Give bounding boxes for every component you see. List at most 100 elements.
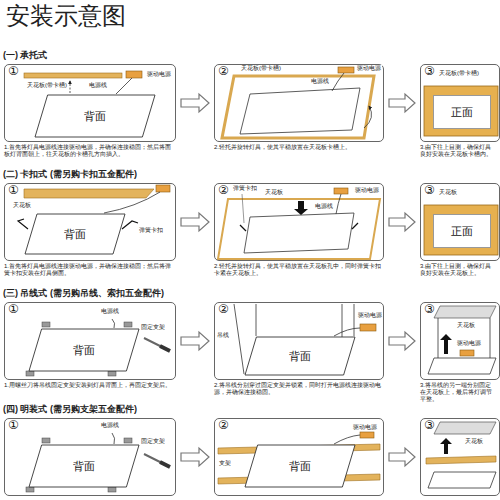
- step-arrow: [181, 94, 209, 112]
- step-illustration: [234, 304, 376, 374]
- step-illustration: [218, 188, 380, 259]
- part-label: 驱动电源: [146, 71, 172, 78]
- light-panel: 背面: [25, 214, 125, 254]
- panel-side-label: 正面: [451, 106, 473, 118]
- panel-shape: [434, 215, 491, 248]
- step-panel: ②: [214, 183, 384, 261]
- ceiling-frame: [424, 205, 498, 255]
- step-arrow: [389, 448, 415, 466]
- screwdriver-handle: [160, 462, 170, 467]
- part-label: 驱动电源: [354, 187, 380, 194]
- part-label: 天花板(带卡槽): [240, 65, 282, 72]
- support-bar: [426, 456, 496, 464]
- part-label: 固定支架: [140, 438, 166, 445]
- power-wire: [116, 78, 132, 94]
- step-illustration: [222, 67, 374, 138]
- power-wire: [112, 433, 115, 444]
- panel-side-label: 背面: [73, 460, 95, 472]
- ceiling-slab: [24, 189, 154, 198]
- part-label: 电源线: [310, 78, 330, 85]
- part-label: 电源线: [314, 203, 334, 210]
- insert-arrow: [70, 81, 71, 93]
- step-arrow: [181, 213, 209, 231]
- step-arrow: [389, 332, 415, 350]
- bracket: [42, 322, 50, 327]
- part-label: 电源线: [100, 308, 120, 315]
- part-label: 天花板(带卡槽): [26, 82, 68, 89]
- ceiling-outline: [218, 199, 380, 259]
- panel-side-label: 正面: [451, 225, 473, 237]
- step-panel: ① 背面: [4, 302, 176, 380]
- panel-shape: [245, 337, 355, 375]
- step-caption: 2.轻托并旋转灯具，使其平稳放置在天花板卡槽上。: [214, 144, 384, 151]
- driver-box: [360, 432, 374, 438]
- step-caption: 2.将吊线分别穿过固定支架并锁紧，同时打开电源线连接驱动电源，并确保连接稳固。: [214, 382, 384, 396]
- power-wire: [332, 73, 344, 91]
- driver-box: [334, 188, 348, 194]
- step-illustration: [424, 205, 498, 255]
- panel-shape: [29, 445, 139, 487]
- step-caption: 1.首先将灯具电源线连接驱动电源，并确保连接稳固；然后将面板灯背面朝上，往天花板…: [4, 144, 176, 158]
- light-panel: [428, 358, 496, 374]
- part-label: 弹簧卡扣: [138, 227, 164, 234]
- part-label: 驱动电源: [357, 312, 383, 319]
- driver-box: [360, 324, 376, 331]
- bracket: [108, 487, 116, 492]
- step-number: ②: [218, 184, 229, 197]
- step-number: ③: [424, 65, 435, 78]
- step-illustration: [26, 319, 170, 376]
- bracket: [42, 438, 50, 443]
- step-arrow: [389, 94, 415, 112]
- light-panel: 正面: [433, 214, 491, 248]
- step-panel: ③ 正面: [420, 183, 500, 261]
- screwdriver-handle: [160, 346, 170, 351]
- section-heading: (二) 卡扣式 (需另购卡扣五金配件): [2, 169, 138, 179]
- bracket: [26, 371, 34, 376]
- panel-side-label: 背面: [289, 350, 311, 362]
- part-label: 驱动电源: [456, 340, 482, 347]
- diagram-title: 安装示意图: [6, 2, 126, 31]
- part-label: 天花板: [464, 438, 484, 445]
- panel-shape: [434, 96, 491, 129]
- leader-line: [242, 194, 244, 223]
- hanging-wire: [490, 318, 491, 358]
- push-arrow: [294, 201, 308, 215]
- ceiling-plate: [434, 422, 496, 434]
- step-caption: 1.用螺丝刀将吊线固定支架安装到灯具背面上，再固定支架后。: [4, 382, 176, 389]
- hanging-wire: [234, 304, 244, 374]
- step-illustration: [428, 306, 496, 374]
- power-wire: [334, 435, 360, 444]
- power-wire: [112, 319, 115, 328]
- step-number: ③: [424, 303, 435, 316]
- step-arrow: [389, 213, 415, 231]
- step-number: ③: [424, 184, 435, 197]
- part-label: 电源线: [88, 82, 108, 89]
- driver-box: [156, 185, 170, 192]
- bracket: [26, 487, 34, 492]
- light-panel: [240, 88, 360, 134]
- light-panel: [244, 213, 354, 253]
- step-number: ①: [8, 303, 19, 316]
- part-label: 弹簧卡扣: [232, 185, 258, 192]
- section-heading: (一) 承托式: [2, 50, 49, 60]
- step-illustration: [24, 71, 142, 94]
- step-number: ③: [424, 419, 435, 432]
- step-illustration: [426, 422, 496, 488]
- panel-side-label: 背面: [289, 460, 311, 472]
- part-label: 固定支架: [140, 324, 166, 331]
- spring-clip: [18, 219, 28, 229]
- bracket: [108, 371, 116, 376]
- bracket: [124, 438, 132, 443]
- panel-side-label: 背面: [73, 344, 95, 356]
- light-panel: 背面: [35, 95, 155, 137]
- step-panel: ①背面: [4, 183, 176, 261]
- panel-shape: [35, 95, 155, 137]
- spring-clip: [352, 223, 358, 229]
- step-panel: ②: [214, 64, 384, 142]
- step-number: ②: [218, 65, 229, 78]
- step-arrow: [181, 448, 209, 466]
- part-label: 电源线: [100, 422, 120, 429]
- step-number: ②: [218, 419, 229, 432]
- part-label: 天花板: [264, 189, 284, 196]
